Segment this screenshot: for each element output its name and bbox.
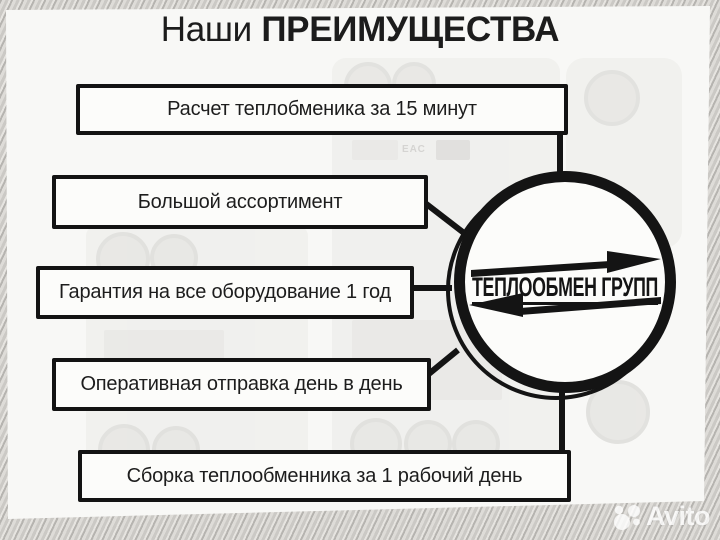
advantage-box-shipping: Оперативная отправка день в день xyxy=(52,358,431,411)
company-logo: ТЕПЛООБМЕН ГРУПП xyxy=(454,171,676,393)
advantage-label: Большой ассортимент xyxy=(137,190,343,213)
arrow-right-head-icon xyxy=(607,251,661,273)
advantage-label: Оперативная отправка день в день xyxy=(80,373,403,395)
arrow-right-shaft xyxy=(471,261,610,277)
avito-watermark: Avito xyxy=(612,501,711,532)
avito-dots-icon xyxy=(614,504,640,530)
advantage-box-calculation: Расчет теплобменика за 15 минут xyxy=(76,84,568,135)
page-title-regular: Наши xyxy=(160,10,252,49)
advantage-label: Сборка теплообменника за 1 рабочий день xyxy=(126,464,523,487)
advantage-label: Гарантия на все оборудование 1 год xyxy=(59,281,391,303)
page-title: Наши ПРЕИМУЩЕСТВА xyxy=(0,10,720,50)
company-name-underline xyxy=(472,302,658,305)
eac-mark: ЕАС xyxy=(402,144,426,155)
arrow-left-shaft xyxy=(520,297,661,315)
advantage-label: Расчет теплобменика за 15 минут xyxy=(167,98,477,120)
company-name: ТЕПЛООБМЕН ГРУПП xyxy=(472,272,658,302)
page-title-bold: ПРЕИМУЩЕСТВА xyxy=(261,10,560,49)
avito-watermark-text: Avito xyxy=(646,501,711,531)
advantage-box-assembly: Сборка теплообменника за 1 рабочий день xyxy=(78,450,571,502)
arrow-left-head-icon xyxy=(469,293,523,317)
heat-exchange-arrows-icon: ТЕПЛООБМЕН ГРУПП xyxy=(469,251,661,317)
advantage-box-warranty: Гарантия на все оборудование 1 год xyxy=(36,266,414,319)
advantage-box-assortment: Большой ассортимент xyxy=(52,175,428,229)
